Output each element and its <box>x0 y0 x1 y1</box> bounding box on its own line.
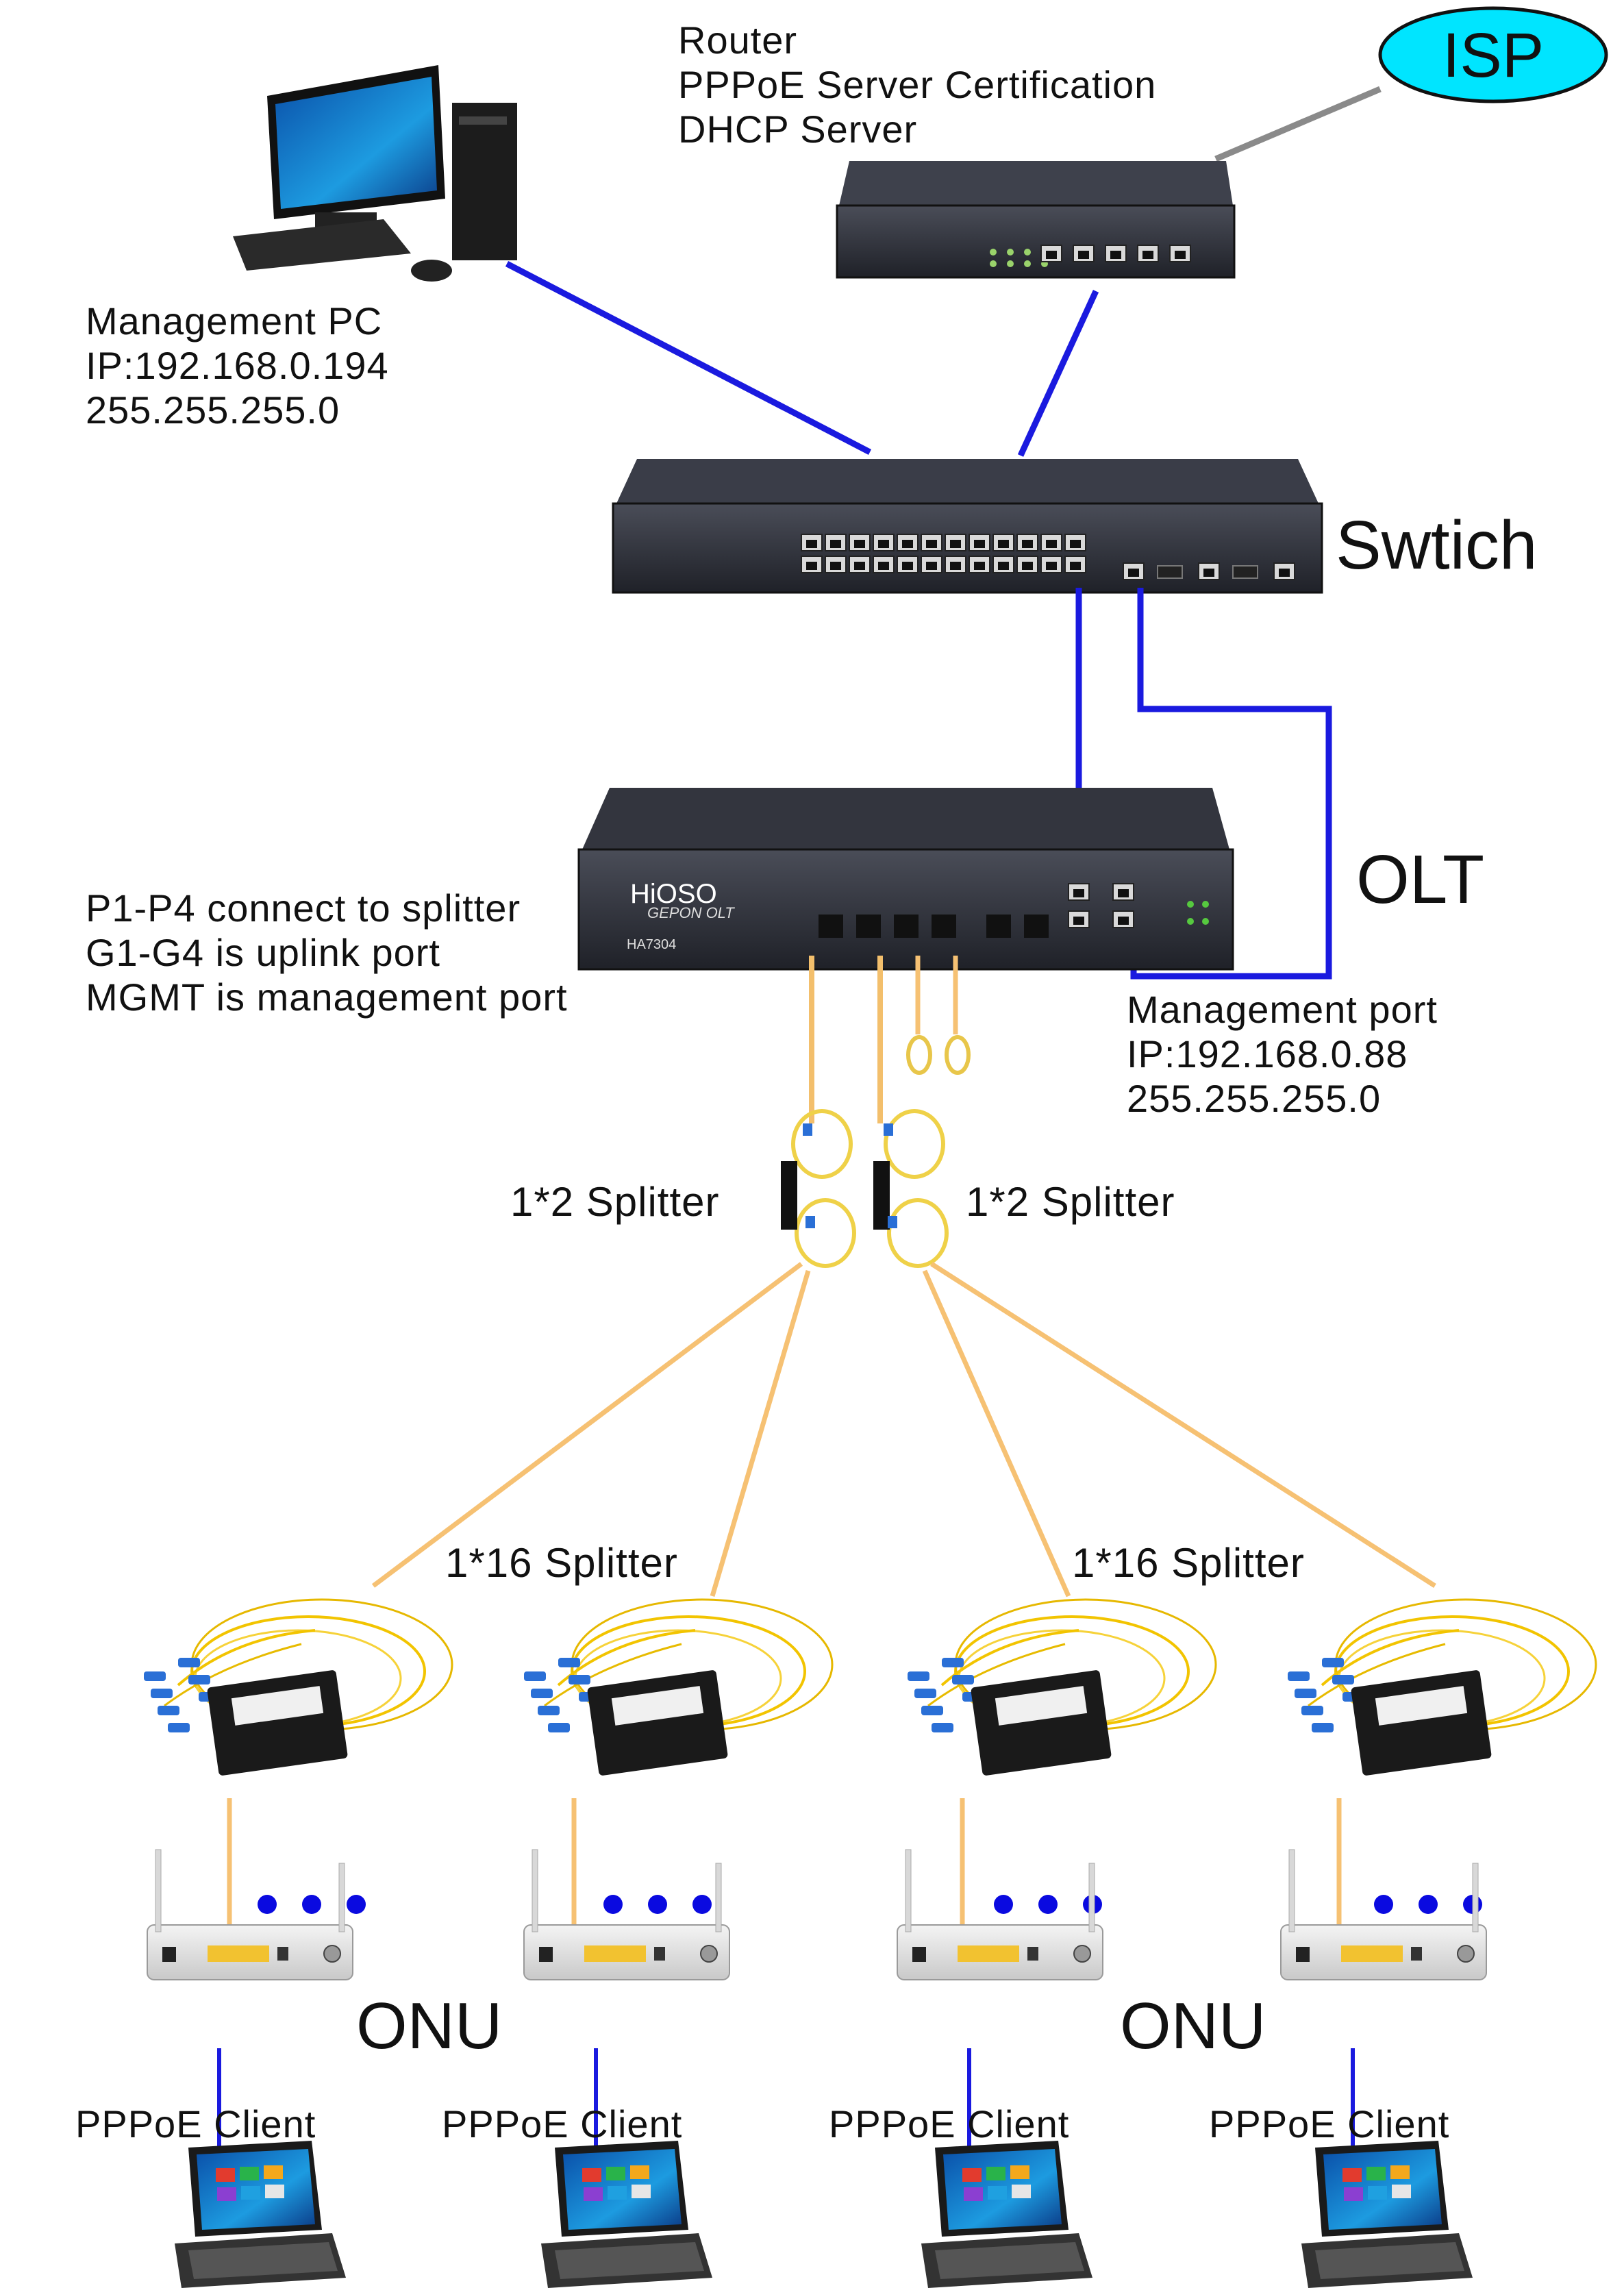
router-labels: Router PPPoE Server Certification DHCP S… <box>678 18 1156 151</box>
splitter-1x2-right <box>873 1109 949 1268</box>
splitter-1x16-left-label: 1*16 Splitter <box>445 1540 678 1586</box>
isp-cloud: ISP <box>1378 6 1608 103</box>
olt-label: OLT <box>1356 841 1484 918</box>
olt-mgmt-port-ip: IP:192.168.0.88 <box>1127 1032 1408 1075</box>
fiber-1x2-left-a <box>371 1262 803 1588</box>
switch-device <box>612 459 1323 594</box>
switch-label: Swtich <box>1336 507 1538 584</box>
management-pc-labels: Management PC IP:192.168.0.194 255.255.2… <box>86 299 389 432</box>
more-onus-dots <box>258 1895 1482 1914</box>
olt-model: GEPON OLT <box>647 904 735 921</box>
fiber-patch-loops <box>906 956 971 1075</box>
client-label-4: PPPoE Client <box>1209 2102 1449 2146</box>
management-pc-ip: IP:192.168.0.194 <box>86 344 389 387</box>
client-label-2: PPPoE Client <box>442 2102 682 2146</box>
client-label-3: PPPoE Client <box>829 2102 1069 2146</box>
fiber-1x2-left-b <box>710 1270 811 1597</box>
splitter-1x16-2 <box>523 1598 834 1778</box>
splitter-1x2-left <box>781 1109 856 1268</box>
laptop-4 <box>1301 2141 1473 2288</box>
splitter-1x16-4 <box>1286 1598 1597 1778</box>
onu-device-2 <box>523 1849 730 1980</box>
splitter-1x2-right-label: 1*2 Splitter <box>966 1179 1175 1225</box>
laptop-2 <box>541 2141 712 2288</box>
laptop-1 <box>175 2141 346 2288</box>
laptop-3 <box>921 2141 1092 2288</box>
splitter-1x16-right-label: 1*16 Splitter <box>1072 1540 1305 1586</box>
pc-to-switch-link <box>505 261 872 455</box>
isp-label: ISP <box>1442 21 1544 90</box>
olt-ports-note-g1g4: G1-G4 is uplink port <box>86 931 440 974</box>
router-label-pppoe: PPPoE Server Certification <box>678 63 1156 106</box>
olt-device: HiOSO GEPON OLT HA7304 <box>577 788 1234 971</box>
isp-link <box>1214 86 1382 162</box>
olt-part-number: HA7304 <box>627 937 676 952</box>
fiber-1x2-right-b <box>930 1262 1436 1588</box>
olt-ports-note: P1-P4 connect to splitter G1-G4 is uplin… <box>86 886 568 1019</box>
router-device <box>836 161 1236 279</box>
onu-device-1 <box>147 1849 353 1980</box>
router-to-switch-link <box>1017 290 1099 457</box>
router-label-dhcp: DHCP Server <box>678 108 917 151</box>
onu-label-right: ONU <box>1120 1989 1266 2063</box>
olt-mgmt-port-label: Management port <box>1127 988 1438 1031</box>
olt-brand: HiOSO <box>630 879 717 909</box>
switch-to-olt-mgmt-link <box>1130 588 1332 980</box>
olt-ports-note-mgmt: MGMT is management port <box>86 975 568 1019</box>
onu-label-left: ONU <box>356 1989 502 2063</box>
splitter-1x2-left-label: 1*2 Splitter <box>510 1179 720 1225</box>
client-label-1: PPPoE Client <box>75 2102 316 2146</box>
olt-ports-note-p1p4: P1-P4 connect to splitter <box>86 886 521 930</box>
management-pc-mask: 255.255.255.0 <box>86 388 340 432</box>
olt-mgmt-port-mask: 255.255.255.0 <box>1127 1077 1381 1120</box>
olt-mgmt-port-info: Management port IP:192.168.0.88 255.255.… <box>1127 988 1438 1120</box>
management-pc-device <box>233 65 517 282</box>
onu-device-4 <box>1280 1849 1487 1980</box>
onu-device-3 <box>897 1849 1103 1980</box>
management-pc-label: Management PC <box>86 299 382 343</box>
router-label: Router <box>678 18 797 62</box>
splitter-1x16-3 <box>906 1598 1217 1778</box>
fiber-1x2-right-a <box>922 1269 1071 1597</box>
splitter-1x16-1 <box>142 1598 453 1778</box>
